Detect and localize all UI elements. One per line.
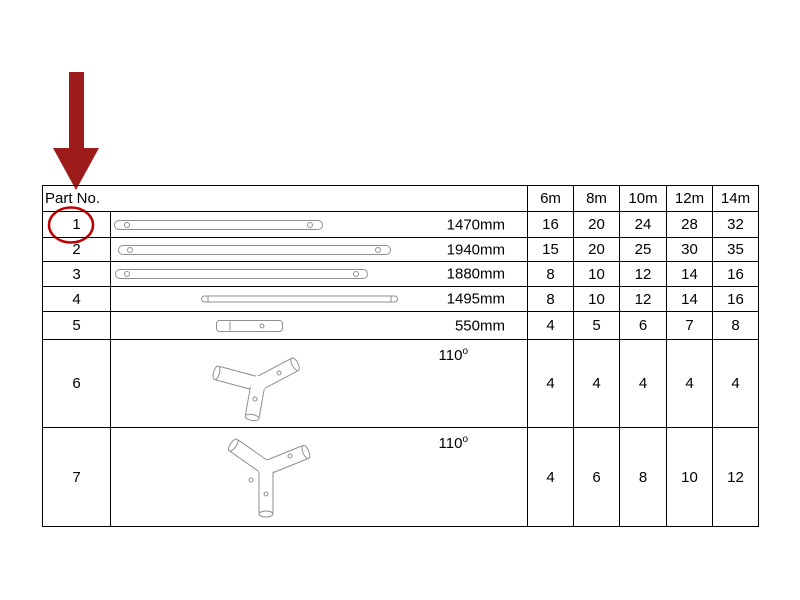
three-way-corner-joint-icon	[212, 357, 300, 422]
part-dimension: 1880mm	[446, 265, 505, 283]
qty-6m: 4	[527, 427, 574, 527]
qty-14m: 16	[712, 261, 759, 287]
part-illustration-cell: 1880mm	[110, 261, 528, 287]
pole-bar-icon	[118, 244, 391, 255]
col-header-14m: 14m	[712, 185, 759, 212]
part-number: 6	[42, 339, 111, 428]
qty-12m: 30	[666, 237, 713, 262]
red-down-arrow-icon	[53, 72, 99, 190]
part-dimension: 110o	[438, 346, 468, 365]
table-row-part-3: 3 1880mm 8 10 12 14 16	[42, 261, 759, 287]
part-number: 1	[42, 211, 111, 238]
part-illustration-cell: 110o	[110, 339, 528, 428]
qty-6m: 15	[527, 237, 574, 262]
qty-12m: 4	[666, 339, 713, 428]
part-no-header: Part No.	[42, 185, 528, 212]
qty-8m: 20	[573, 237, 620, 262]
qty-14m: 35	[712, 237, 759, 262]
qty-6m: 16	[527, 211, 574, 238]
three-way-ridge-joint-icon	[228, 438, 311, 518]
qty-10m: 4	[619, 339, 667, 428]
part-number: 5	[42, 311, 111, 340]
qty-14m: 12	[712, 427, 759, 527]
col-header-12m: 12m	[666, 185, 713, 212]
table-row-part-5: 5 550mm 4 5 6 7 8	[42, 311, 759, 340]
qty-14m: 8	[712, 311, 759, 340]
qty-8m: 5	[573, 311, 620, 340]
pole-bar-icon	[114, 219, 323, 230]
table-row-part-2: 2 1940mm 15 20 25 30 35	[42, 237, 759, 262]
qty-8m: 10	[573, 261, 620, 287]
part-illustration-cell: 1470mm	[110, 211, 528, 238]
col-header-8m: 8m	[573, 185, 620, 212]
part-number: 4	[42, 286, 111, 312]
qty-6m: 8	[527, 261, 574, 287]
qty-10m: 8	[619, 427, 667, 527]
part-number: 7	[42, 427, 111, 527]
qty-8m: 4	[573, 339, 620, 428]
dimension-sup: o	[462, 434, 468, 445]
table-row-part-1: 1 1470mm 16 20 24 28 32	[42, 211, 759, 238]
dimension-sup: o	[462, 346, 468, 357]
qty-12m: 28	[666, 211, 713, 238]
qty-14m: 16	[712, 286, 759, 312]
connector-sleeve-icon	[216, 319, 283, 332]
qty-8m: 10	[573, 286, 620, 312]
qty-12m: 10	[666, 427, 713, 527]
parts-table: Part No. 6m 8m 10m 12m 14m 1 1470mm 16 2…	[42, 185, 759, 527]
col-header-6m: 6m	[527, 185, 574, 212]
qty-10m: 12	[619, 261, 667, 287]
part-dimension: 1495mm	[446, 290, 505, 308]
qty-8m: 6	[573, 427, 620, 527]
col-header-10m: 10m	[619, 185, 667, 212]
thin-pole-bar-icon	[201, 295, 398, 303]
part-dimension: 1940mm	[446, 241, 505, 258]
qty-12m: 7	[666, 311, 713, 340]
qty-6m: 4	[527, 339, 574, 428]
qty-6m: 8	[527, 286, 574, 312]
pole-bar-icon	[115, 269, 368, 279]
qty-10m: 12	[619, 286, 667, 312]
qty-12m: 14	[666, 261, 713, 287]
table-row-part-4: 4 1495mm 8 10 12 14 16	[42, 286, 759, 312]
qty-10m: 25	[619, 237, 667, 262]
table-row-part-7: 7	[42, 427, 759, 527]
part-illustration-cell: 550mm	[110, 311, 528, 340]
part-dimension: 110o	[438, 434, 468, 453]
part-dimension: 550mm	[454, 317, 505, 334]
table-row-part-6: 6	[42, 339, 759, 428]
qty-6m: 4	[527, 311, 574, 340]
qty-10m: 24	[619, 211, 667, 238]
qty-12m: 14	[666, 286, 713, 312]
part-illustration-cell: 110o	[110, 427, 528, 527]
header-row: Part No. 6m 8m 10m 12m 14m	[42, 185, 759, 212]
qty-10m: 6	[619, 311, 667, 340]
qty-14m: 32	[712, 211, 759, 238]
part-illustration-cell: 1940mm	[110, 237, 528, 262]
part-number: 2	[42, 237, 111, 262]
part-dimension: 1470mm	[446, 216, 505, 233]
qty-14m: 4	[712, 339, 759, 428]
qty-8m: 20	[573, 211, 620, 238]
part-number: 3	[42, 261, 111, 287]
part-illustration-cell: 1495mm	[110, 286, 528, 312]
